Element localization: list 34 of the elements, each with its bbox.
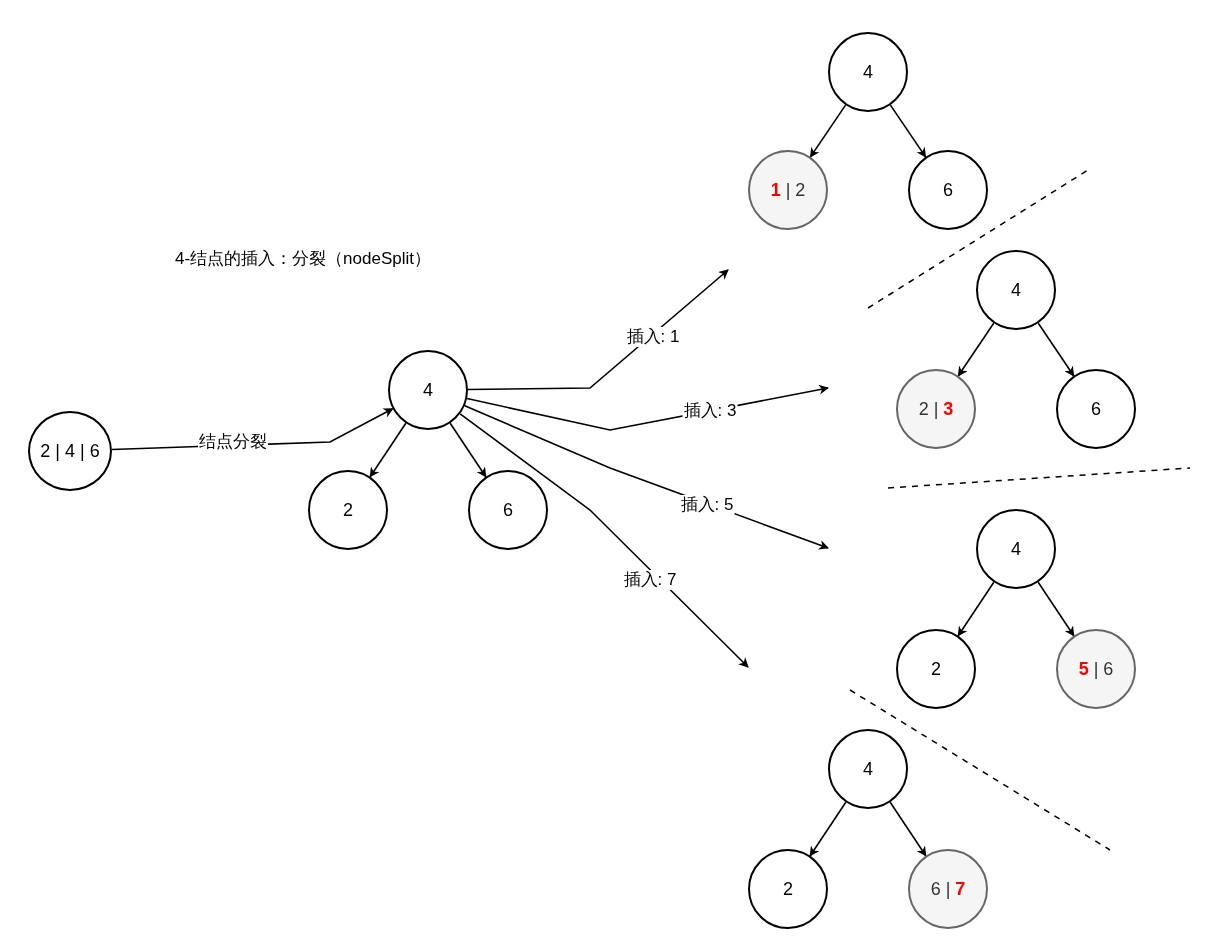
tree-node-circle: 1 | 2	[748, 150, 828, 230]
arrow	[449, 422, 487, 478]
arrow	[809, 801, 847, 857]
tree-node-circle: 6	[468, 470, 548, 550]
arrow	[459, 413, 749, 668]
edge-label: 插入: 7	[622, 570, 678, 590]
arrow	[809, 104, 847, 158]
tree-node-circle: 4	[976, 509, 1056, 589]
arrow	[369, 422, 407, 478]
arrow	[1037, 581, 1075, 637]
edge-label: 插入: 3	[682, 401, 738, 421]
node-ellipse: 2 | 4 | 6	[28, 411, 112, 491]
arrow	[1037, 322, 1075, 377]
tree-node-circle: 4	[388, 350, 468, 430]
tree-node-circle: 2 | 3	[896, 369, 976, 449]
tree-node-circle: 5 | 6	[1056, 629, 1136, 709]
arrow	[957, 581, 995, 637]
arrow	[889, 104, 927, 158]
diagram-title: 4-结点的插入：分裂（nodeSplit）	[175, 247, 431, 270]
tree-node-circle: 6 | 7	[908, 849, 988, 929]
tree-node-circle: 6	[908, 150, 988, 230]
edge-label: 结点分裂	[198, 432, 268, 452]
tree-node-circle: 6	[1056, 369, 1136, 449]
tree-node-circle: 2	[308, 470, 388, 550]
tree-node-circle: 4	[976, 250, 1056, 330]
arrow	[957, 322, 995, 377]
arrow	[889, 801, 927, 857]
edge-label: 插入: 5	[679, 495, 735, 515]
tree-node-circle: 2	[748, 849, 828, 929]
tree-node-circle: 4	[828, 32, 908, 112]
arrow	[467, 269, 729, 391]
tree-node-circle: 2	[896, 629, 976, 709]
edge-label: 插入: 1	[625, 327, 681, 347]
tree-node-circle: 4	[828, 729, 908, 809]
